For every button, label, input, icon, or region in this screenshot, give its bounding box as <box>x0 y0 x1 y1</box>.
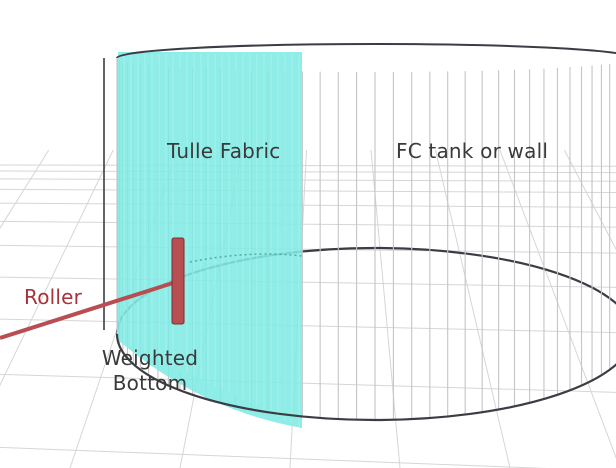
grid-line <box>563 149 616 251</box>
grid-line <box>0 164 616 167</box>
grid-line <box>0 149 114 387</box>
grid-line <box>499 149 616 459</box>
tulle-fabric-panel <box>118 52 302 428</box>
grid-line <box>0 318 616 334</box>
grid-line <box>0 373 616 393</box>
weighted-bottom-label-line2: Bottom <box>112 371 188 395</box>
grid-line <box>0 220 616 228</box>
tank-outline <box>103 43 616 422</box>
grid-line <box>0 276 616 288</box>
roller-pointer-line <box>0 280 177 340</box>
floor-grid <box>0 149 616 468</box>
grid-line <box>0 446 548 468</box>
tulle-fabric-texture <box>123 54 303 427</box>
grid-line <box>0 202 616 208</box>
tank-floor-front-edge <box>115 333 616 422</box>
roller-label: Roller <box>24 285 83 309</box>
grid-line <box>0 244 616 254</box>
roller <box>171 237 185 325</box>
grid-line <box>0 170 616 174</box>
grid-line <box>0 188 616 194</box>
weighted-bottom-label: Weighted Bottom <box>0 346 300 396</box>
grid-line <box>0 178 616 182</box>
grid-line <box>370 149 401 468</box>
weighted-bottom-label-line1: Weighted <box>101 346 199 370</box>
tulle-fabric-label: Tulle Fabric <box>167 139 281 163</box>
tank-top-edge <box>116 43 616 59</box>
weighted-bottom-edge <box>189 253 303 263</box>
tank-wall-label: FC tank or wall <box>396 139 549 163</box>
grid-line <box>0 149 50 229</box>
